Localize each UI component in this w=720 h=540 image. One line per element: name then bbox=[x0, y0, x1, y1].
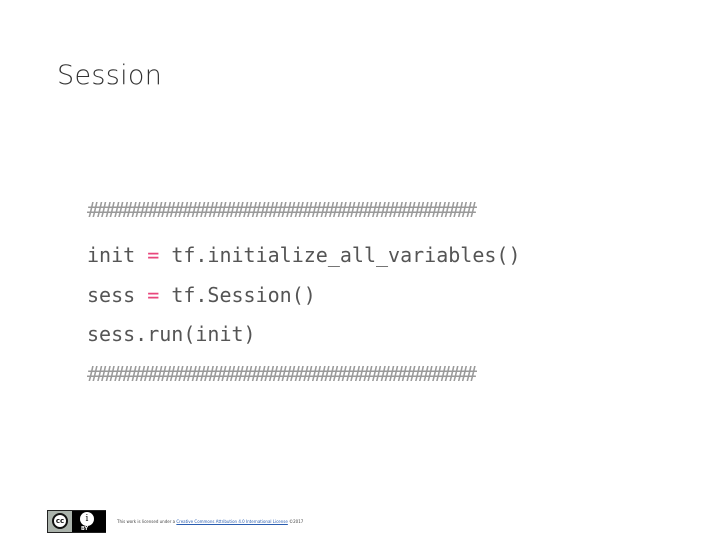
cc-icon: cc bbox=[52, 513, 68, 529]
cc-by-license-icon[interactable]: cc i BY bbox=[47, 510, 106, 533]
code-expression: tf.initialize_all_variables() bbox=[171, 243, 521, 267]
code-operator: = bbox=[147, 243, 160, 267]
license-text-prefix: This work is licensed under a bbox=[117, 519, 176, 524]
code-operator: = bbox=[147, 283, 160, 307]
license-footer: This work is licensed under a Creative C… bbox=[117, 519, 303, 524]
code-hash-rule-top: ########################################… bbox=[87, 198, 477, 222]
code-hash-rule-bottom: ########################################… bbox=[87, 362, 477, 386]
license-year: ©2017 bbox=[289, 519, 304, 524]
code-expression: tf.Session() bbox=[171, 283, 316, 307]
page-title: Session bbox=[57, 60, 163, 91]
code-line-run: sess.run(init) bbox=[87, 322, 256, 346]
license-link[interactable]: Creative Commons Attribution 4.0 Interna… bbox=[176, 519, 288, 524]
by-label: BY bbox=[81, 526, 89, 532]
code-var: sess bbox=[87, 283, 136, 307]
code-var: init bbox=[87, 243, 136, 267]
attribution-icon: i bbox=[80, 512, 94, 526]
code-line-init: init = tf.initialize_all_variables() bbox=[87, 242, 521, 268]
code-line-sess: sess = tf.Session() bbox=[87, 282, 316, 308]
